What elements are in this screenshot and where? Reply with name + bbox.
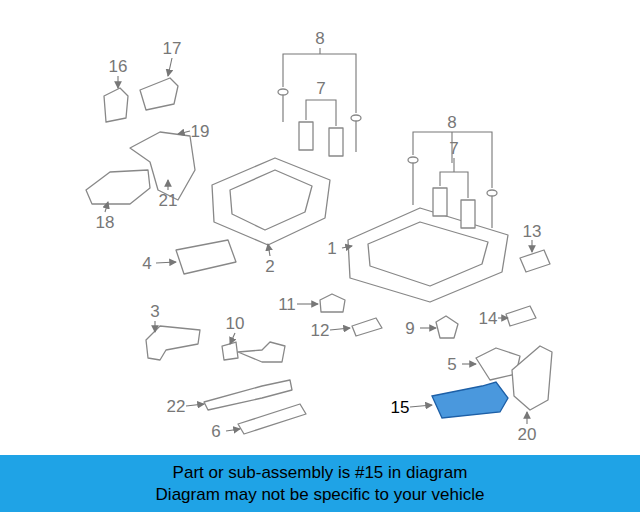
leader-line <box>330 328 350 330</box>
bolt <box>282 92 283 122</box>
bolt-head <box>351 115 361 121</box>
leader-line <box>268 244 270 256</box>
caption-text: Diagram may not be specific to your vehi… <box>156 484 485 505</box>
callout-number: 7 <box>449 140 458 157</box>
caption-text: Part or sub-assembly is #15 in diagram <box>173 462 468 483</box>
leader-bracket <box>440 172 468 198</box>
seat-frame <box>348 208 508 302</box>
bolt <box>412 160 413 205</box>
callout-number: 11 <box>278 296 296 313</box>
callout-number: 22 <box>167 398 186 415</box>
callout-number: 20 <box>518 426 537 443</box>
callout-number: 19 <box>191 123 210 140</box>
callout-number: 2 <box>265 258 274 275</box>
callout-number: 14 <box>479 310 498 327</box>
leader-line <box>168 58 172 76</box>
cover-part <box>140 78 178 110</box>
leader-bracket <box>306 100 336 126</box>
seat-frame <box>212 158 330 245</box>
leader-line <box>117 76 118 88</box>
callout-number: 7 <box>316 80 325 97</box>
callout-number: 10 <box>226 315 245 332</box>
leader-line <box>178 131 190 134</box>
seat-frame-detail <box>368 222 488 286</box>
clip-part <box>352 318 382 336</box>
callout-number: 12 <box>311 322 330 339</box>
callout-number: 5 <box>447 356 456 373</box>
bolt-head <box>487 190 497 196</box>
clip-part <box>506 306 536 326</box>
callout-number: 6 <box>211 423 220 440</box>
leader-line <box>410 405 432 407</box>
leader-line <box>226 429 240 431</box>
callout-number: 18 <box>96 214 115 231</box>
caption-band: Part or sub-assembly is #15 in diagramDi… <box>0 455 640 512</box>
spacer <box>461 200 475 228</box>
callout-number: 1 <box>327 240 336 257</box>
callout-number: 8 <box>447 114 456 131</box>
spacer <box>329 128 343 156</box>
bolt <box>355 118 356 152</box>
callout-number: 21 <box>159 192 178 209</box>
leader-line <box>342 246 352 248</box>
callout-number: 3 <box>150 303 159 320</box>
leader-line <box>156 262 176 263</box>
highlighted-part <box>432 382 508 418</box>
trim-part <box>86 170 150 204</box>
cover-part <box>512 346 552 410</box>
leader-line <box>531 240 532 252</box>
bolt-head <box>408 157 418 163</box>
callout-number: 4 <box>142 255 151 272</box>
bolt <box>491 193 492 228</box>
callout-number: 15 <box>391 399 410 416</box>
leader-line <box>105 202 108 212</box>
seat-frame-detail <box>230 170 312 230</box>
bolt-head <box>278 89 288 95</box>
callout-number: 17 <box>163 40 182 57</box>
spacer <box>433 188 447 216</box>
leader-line <box>186 404 204 406</box>
rail-part <box>238 404 306 434</box>
rail-part <box>204 380 292 410</box>
leader-line <box>420 327 436 328</box>
callout-number: 16 <box>109 58 128 75</box>
leader-line <box>167 180 168 190</box>
wire-part <box>238 342 285 362</box>
leader-line <box>297 303 318 304</box>
leader-line <box>154 321 155 332</box>
callout-number: 8 <box>315 30 324 47</box>
control-module <box>176 240 236 274</box>
leader-line <box>526 412 527 424</box>
leader-line <box>498 317 508 318</box>
leader-bracket <box>283 54 356 113</box>
leader-line <box>319 48 320 54</box>
switch-part <box>146 326 200 360</box>
leader-line <box>453 158 454 172</box>
callout-number: 13 <box>523 223 542 240</box>
knob-part <box>436 316 458 338</box>
callout-number: 9 <box>405 320 414 337</box>
clip-part <box>320 294 345 312</box>
clip-part <box>520 250 550 272</box>
leader-bracket <box>413 132 492 188</box>
bracket-part <box>104 88 128 122</box>
leader-line <box>230 333 235 344</box>
spacer <box>299 122 313 150</box>
connector-part <box>222 342 238 360</box>
leader-line <box>462 363 476 364</box>
